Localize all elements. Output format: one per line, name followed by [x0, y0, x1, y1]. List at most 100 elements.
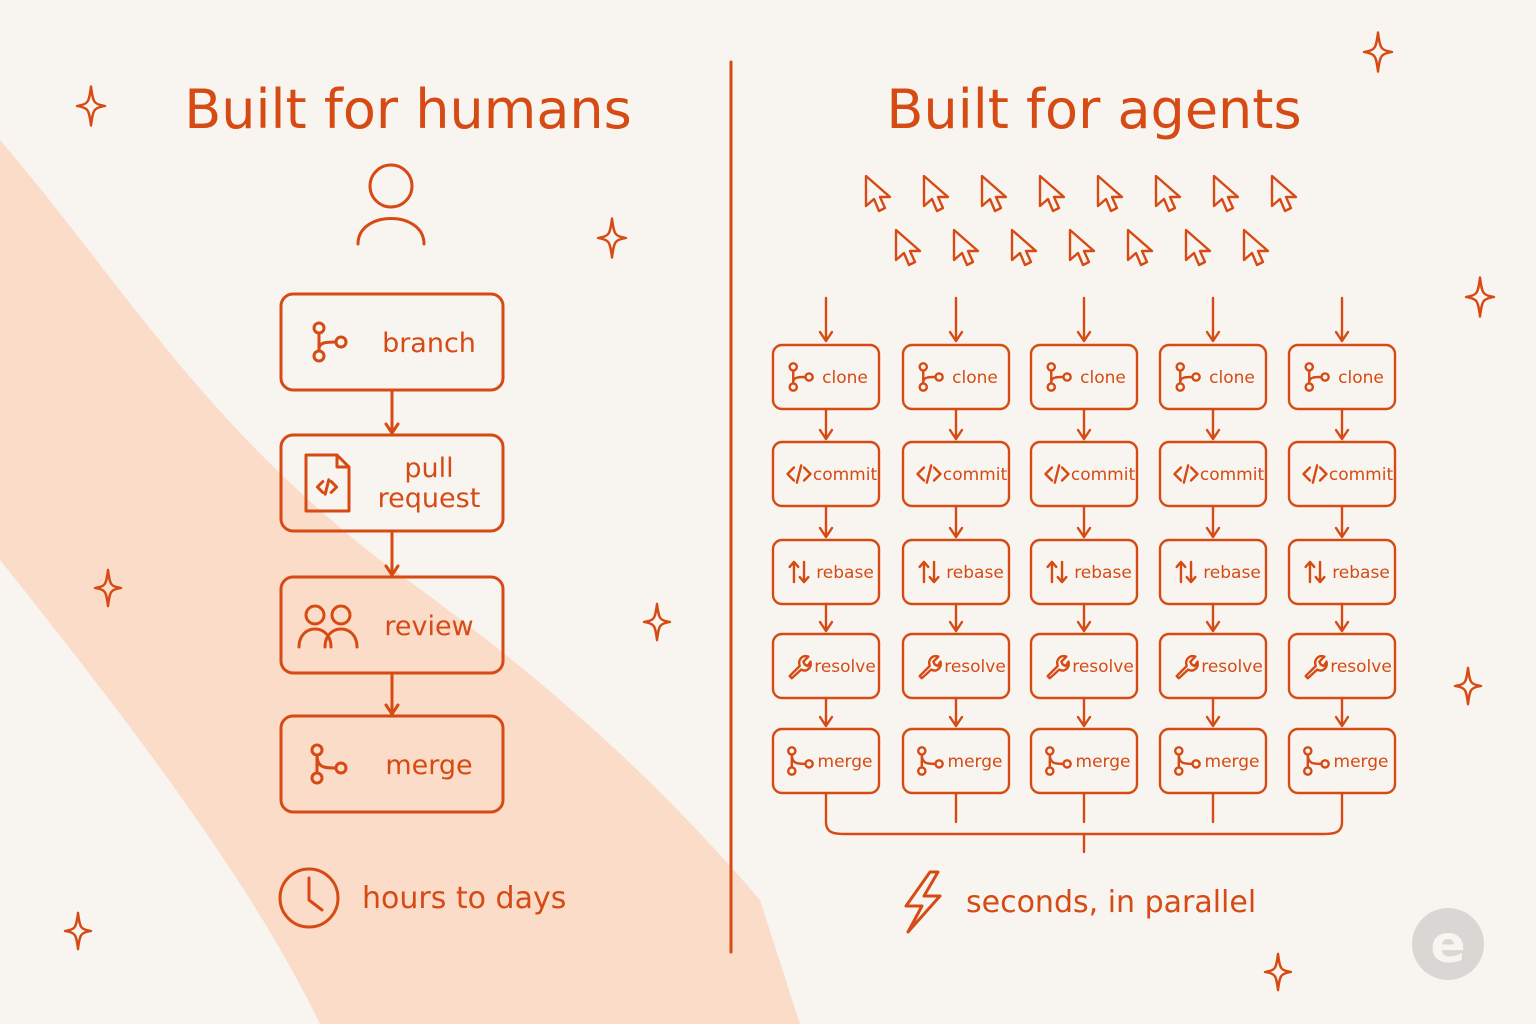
humans-title: Built for humans	[184, 78, 632, 141]
agent-flow-arrow	[948, 407, 964, 441]
agent-step-label: commit	[1329, 465, 1394, 485]
sparkle-icon	[75, 85, 107, 127]
sparkle-icon	[93, 568, 123, 608]
agent-step-label: rebase	[1332, 563, 1390, 583]
agent-step-merge: merge	[771, 727, 881, 795]
humans-footer: hours to days	[278, 867, 566, 929]
agents-footer-text: seconds, in parallel	[966, 885, 1256, 920]
humans-flow-arrow	[384, 671, 400, 716]
agent-flow-arrow	[1334, 504, 1350, 539]
sparkle-icon	[1464, 276, 1496, 318]
agent-step-resolve: resolve	[901, 632, 1011, 700]
sparkle-icon	[1263, 952, 1293, 992]
humans-step-merge: merge	[279, 714, 505, 814]
agent-flow-arrow	[1076, 407, 1092, 441]
agent-cursors	[864, 174, 1298, 267]
cursor-icon	[864, 174, 892, 213]
code-icon	[916, 464, 942, 484]
wrench-icon	[918, 654, 942, 680]
merge-icon	[787, 746, 814, 776]
cursor-icon	[1212, 174, 1240, 213]
sparkle-icon	[1362, 31, 1394, 73]
agent-step-label: commit	[943, 465, 1008, 485]
agent-entry-arrow	[818, 296, 834, 343]
agent-step-clone: clone	[1287, 343, 1397, 411]
wrench-icon	[1175, 654, 1199, 680]
cursor-icon	[922, 174, 950, 213]
agent-step-label: clone	[952, 368, 998, 388]
code-icon	[1302, 464, 1328, 484]
humans-footer-text: hours to days	[362, 881, 566, 916]
agent-entry-arrow	[1205, 296, 1221, 343]
agent-flow-arrow	[1076, 696, 1092, 728]
agent-step-label: clone	[1338, 368, 1384, 388]
humans-step-branch: branch	[279, 292, 505, 392]
merge-icon	[1045, 746, 1072, 776]
agent-step-clone: clone	[1158, 343, 1268, 411]
agent-step-merge: merge	[1158, 727, 1268, 795]
agent-step-rebase: rebase	[1158, 538, 1268, 606]
merge-icon	[310, 743, 348, 785]
code-icon	[1173, 464, 1199, 484]
agent-step-rebase: rebase	[1287, 538, 1397, 606]
agent-step-commit: commit	[771, 440, 881, 508]
agent-step-clone: clone	[771, 343, 881, 411]
code-icon	[786, 464, 812, 484]
sparkle-icon	[596, 217, 628, 259]
agent-step-label: commit	[813, 465, 878, 485]
agent-step-resolve: resolve	[1287, 632, 1397, 700]
agent-step-rebase: rebase	[901, 538, 1011, 606]
cursor-icon	[952, 228, 980, 267]
agent-step-merge: merge	[901, 727, 1011, 795]
agent-step-label: merge	[1205, 752, 1260, 772]
branch-icon	[1175, 362, 1201, 392]
agent-flow-arrow	[948, 696, 964, 728]
branch-icon	[1046, 362, 1072, 392]
merge-icon	[1174, 746, 1201, 776]
agent-step-resolve: resolve	[1029, 632, 1139, 700]
agent-step-label: merge	[948, 752, 1003, 772]
up-down-arrows-icon	[1175, 560, 1197, 584]
agent-step-label: merge	[1076, 752, 1131, 772]
cursor-icon	[1184, 228, 1212, 267]
up-down-arrows-icon	[788, 560, 810, 584]
agent-step-resolve: resolve	[1158, 632, 1268, 700]
agent-flow-arrow	[948, 602, 964, 633]
agent-step-label: resolve	[1072, 657, 1134, 677]
wrench-icon	[1304, 654, 1328, 680]
sparkle-icon	[642, 602, 672, 642]
cursor-icon	[1270, 174, 1298, 213]
code-file-icon	[304, 453, 351, 513]
up-down-arrows-icon	[1304, 560, 1326, 584]
agent-step-label: resolve	[1201, 657, 1263, 677]
wrench-icon	[1046, 654, 1070, 680]
sparkle-icon	[63, 911, 93, 951]
branch-icon	[312, 321, 348, 363]
cursor-icon	[1154, 174, 1182, 213]
agent-entry-arrow	[948, 296, 964, 343]
agent-step-label: merge	[818, 752, 873, 772]
agent-step-label: resolve	[814, 657, 876, 677]
agent-step-label: resolve	[944, 657, 1006, 677]
agent-flow-arrow	[1205, 696, 1221, 728]
agent-flow-arrow	[818, 602, 834, 633]
agent-flow-arrow	[1334, 407, 1350, 441]
wrench-icon	[788, 654, 812, 680]
agents-flow: clone commit rebase resolve merge clone commit…	[771, 296, 1397, 854]
agent-step-label: commit	[1071, 465, 1136, 485]
agent-flow-arrow	[818, 696, 834, 728]
agent-flow-arrow	[1205, 504, 1221, 539]
agent-step-label: clone	[822, 368, 868, 388]
agent-step-label: merge	[1334, 752, 1389, 772]
agent-step-merge: merge	[1287, 727, 1397, 795]
agent-flow-arrow	[1076, 602, 1092, 633]
agent-step-clone: clone	[901, 343, 1011, 411]
agent-step-commit: commit	[901, 440, 1011, 508]
agent-flow-arrow	[818, 504, 834, 539]
agent-step-label: clone	[1080, 368, 1126, 388]
agent-step-commit: commit	[1287, 440, 1397, 508]
agent-step-label: resolve	[1330, 657, 1392, 677]
logo-letter: e	[1430, 915, 1465, 975]
person-icon	[356, 163, 426, 246]
